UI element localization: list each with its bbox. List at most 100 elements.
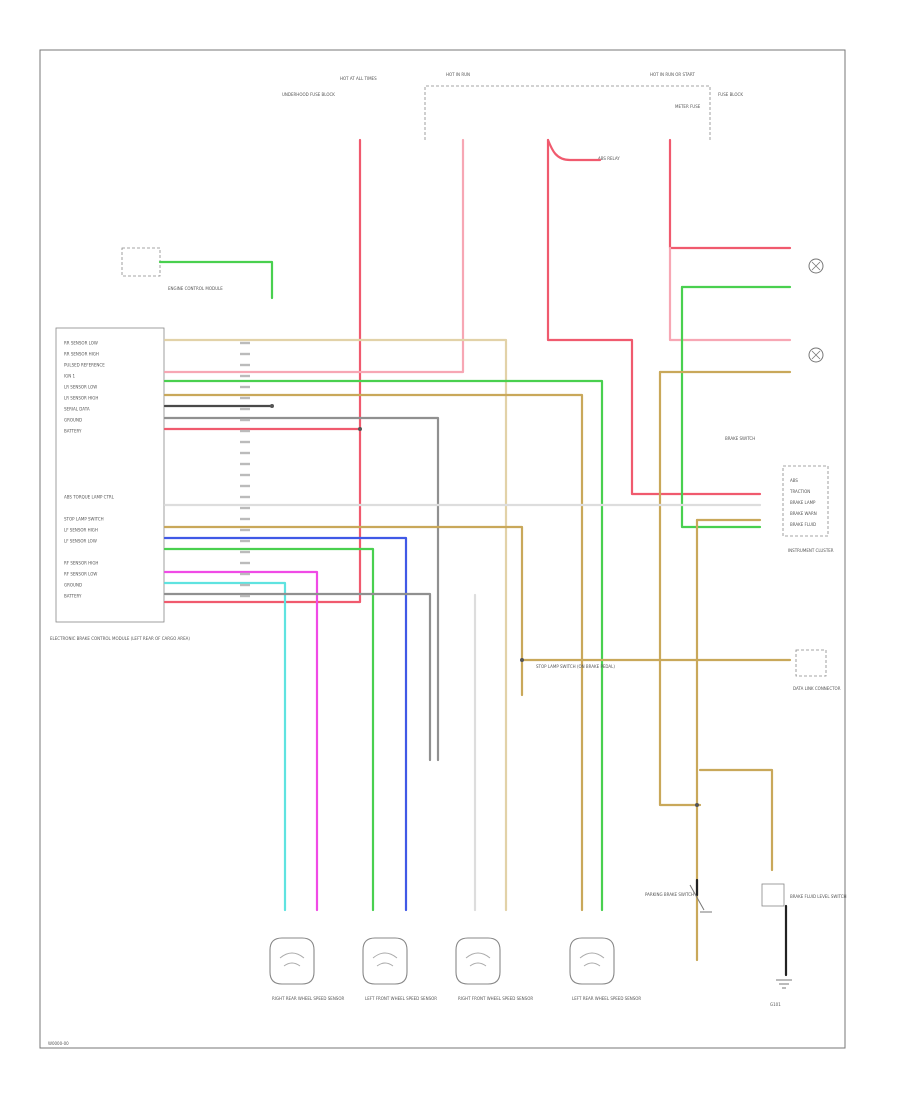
cluster-pin-label: BRAKE WARN <box>790 511 817 516</box>
ebcm-pin-label: IGN 1 <box>64 374 76 379</box>
cluster-pin-label: BRAKE LAMP <box>790 500 816 505</box>
splice-dot <box>270 404 274 408</box>
ebcm-pin-label: RF SENSOR HIGH <box>64 561 98 566</box>
connector-mark <box>240 561 250 565</box>
wires <box>158 138 792 977</box>
connector-mark <box>240 495 250 499</box>
ebcm-pin-label: GROUND <box>64 583 82 588</box>
wire-green <box>163 547 375 912</box>
engine-control-module-box <box>121 247 161 277</box>
connector-mark <box>240 462 250 466</box>
wire-red <box>546 138 762 496</box>
dlc-label: DATA LINK CONNECTOR <box>793 686 841 691</box>
connector-mark <box>240 506 250 510</box>
fuse3-note: FUSE BLOCK <box>718 92 743 97</box>
wire-green <box>163 379 604 912</box>
ground-symbol <box>776 979 792 989</box>
fuse1-note: UNDERHOOD FUSE BLOCK <box>282 92 335 97</box>
wire-red <box>546 138 602 162</box>
lamp-bulb-2 <box>808 347 824 363</box>
wire-red <box>163 138 362 604</box>
wire-green <box>158 260 274 300</box>
ebcm-pin-label: GROUND <box>64 418 82 423</box>
splice-dot <box>358 427 362 431</box>
connector-mark <box>240 352 250 356</box>
ebcm-pin-label: SERIAL DATA <box>64 407 90 412</box>
wheel-speed-sensor: LEFT FRONT WHEEL SPEED SENSOR <box>362 937 437 1001</box>
connector-mark <box>240 429 250 433</box>
instrument-cluster-box <box>782 465 829 537</box>
wire-red <box>668 138 792 250</box>
ebcm-pin-label: RR SENSOR HIGH <box>64 352 99 357</box>
wire-magenta <box>163 570 319 912</box>
wheel-speed-sensor: RIGHT FRONT WHEEL SPEED SENSOR <box>455 937 533 1001</box>
ebcm-pin-labels: RR SENSOR LOW RR SENSOR HIGH PULSED REFERE… <box>64 341 115 599</box>
wire-pink <box>668 246 792 342</box>
fuse4-label: METER FUSE <box>675 104 701 109</box>
ebcm-pin-label: BATTERY <box>64 594 82 599</box>
ebcm-pin-label: LF SENSOR HIGH <box>64 528 98 533</box>
wire-gray <box>163 592 432 762</box>
relay-label: ABS RELAY <box>598 156 620 161</box>
ebcm-pin-label: RR SENSOR LOW <box>64 341 98 346</box>
fuse1-label: HOT AT ALL TIMES <box>340 76 377 81</box>
wheel-speed-sensor: RIGHT REAR WHEEL SPEED SENSOR <box>269 937 344 1001</box>
connector-mark <box>240 484 250 488</box>
brake-switch-label: BRAKE SWITCH <box>725 436 755 441</box>
ebcm-pin-label: STOP LAMP SWITCH <box>64 517 104 522</box>
fuse3-label: HOT IN RUN OR START <box>650 72 695 77</box>
ebcm-pin-label: LR SENSOR LOW <box>64 385 97 390</box>
wire-tan <box>698 768 774 872</box>
cluster-pin-label: BRAKE FLUID <box>790 522 816 527</box>
sensor-label: RIGHT REAR WHEEL SPEED SENSOR <box>272 996 344 1001</box>
diagram-frame <box>39 49 846 1049</box>
parking-brake-switch-symbol <box>689 884 712 913</box>
connector-mark <box>240 528 250 532</box>
ebcm-pin-label: LF SENSOR LOW <box>64 539 97 544</box>
lamp-bulb-1 <box>808 258 824 274</box>
ebcm-pin-label: BATTERY <box>64 429 82 434</box>
ebcm-pin-label: PULSED REFERENCE <box>64 363 105 368</box>
wire-gray <box>163 416 440 762</box>
connector-mark <box>240 341 250 345</box>
cluster-pin-label: ABS <box>790 478 798 483</box>
ground-label: G101 <box>770 1002 781 1007</box>
ebcm-box <box>55 327 165 623</box>
ebcm-label: ELECTRONIC BRAKE CONTROL MODULE (LEFT RE… <box>50 636 190 641</box>
wire-pink <box>163 138 465 374</box>
cluster-label: INSTRUMENT CLUSTER <box>788 548 834 553</box>
connector-mark <box>240 539 250 543</box>
sensor-label: RIGHT FRONT WHEEL SPEED SENSOR <box>458 996 533 1001</box>
wire-green <box>680 285 762 529</box>
wire-cream <box>163 338 508 912</box>
ebcm-pin-label: LR SENSOR HIGH <box>64 396 98 401</box>
connector-mark <box>240 396 250 400</box>
fuse2-label: HOT IN RUN <box>446 72 470 77</box>
parking-brake-label: PARKING BRAKE SWITCH <box>645 892 694 897</box>
ebcm-pin-label: ABS TORQUE LAMP CTRL <box>64 495 115 500</box>
fuse-block-outline <box>424 85 711 140</box>
ebcm-pin-label: RF SENSOR LOW <box>64 572 97 577</box>
connector-mark <box>240 451 250 455</box>
wheel-speed-sensors: RIGHT REAR WHEEL SPEED SENSOR LEFT FRONT … <box>269 937 641 1001</box>
sensor-label: LEFT FRONT WHEEL SPEED SENSOR <box>365 996 437 1001</box>
connector-mark <box>240 385 250 389</box>
data-link-connector-box <box>795 649 827 677</box>
sensor-label: LEFT REAR WHEEL SPEED SENSOR <box>572 996 641 1001</box>
connector-mark <box>240 363 250 367</box>
connector-mark <box>240 594 250 598</box>
wire-tan <box>658 370 702 807</box>
wire-blue <box>163 536 408 912</box>
splice-dot <box>520 658 524 662</box>
fluid-switch-label: BRAKE FLUID LEVEL SWITCH <box>790 894 847 899</box>
wheel-speed-sensor: LEFT REAR WHEEL SPEED SENSOR <box>569 937 641 1001</box>
connector-mark <box>240 473 250 477</box>
connector-mark <box>240 583 250 587</box>
footer-code: W0000-00 <box>48 1041 69 1046</box>
connector-mark <box>240 572 250 576</box>
splice-dot <box>695 803 699 807</box>
wire-tan <box>163 525 524 697</box>
